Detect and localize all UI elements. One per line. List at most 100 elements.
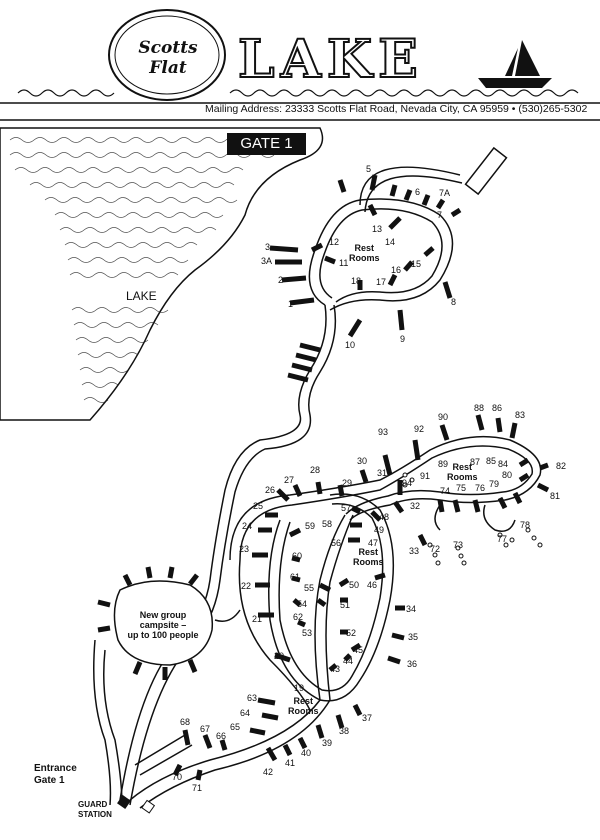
campsite-number-86: 86 <box>492 403 503 413</box>
campsite-number-62: 62 <box>293 612 304 622</box>
campsite-number-41: 41 <box>285 758 296 768</box>
campsite-number-35: 35 <box>408 632 419 642</box>
sailboat-icon <box>478 40 552 88</box>
campsite-number-42: 42 <box>263 767 274 777</box>
campsite-number-46: 46 <box>367 580 378 590</box>
campsite-number-57: 57 <box>341 503 352 513</box>
campsite-number-22: 22 <box>241 581 252 591</box>
campsite-number-10: 10 <box>345 340 356 350</box>
campsite-number-33: 33 <box>409 546 420 556</box>
campsite-number-23: 23 <box>239 544 250 554</box>
campsite-number-84: 84 <box>498 459 509 469</box>
guard-station-icon <box>117 795 156 814</box>
campsite-number-37: 37 <box>362 713 373 723</box>
campsite-number-44: 44 <box>343 656 354 666</box>
campsite-number-2: 2 <box>278 275 284 285</box>
campsite-number-38: 38 <box>339 726 350 736</box>
campsite-number-72: 72 <box>430 544 441 554</box>
campsite-number-9: 9 <box>400 334 406 344</box>
dam <box>464 146 508 196</box>
campsite-number-27: 27 <box>284 475 295 485</box>
campsite-number-53: 53 <box>302 628 313 638</box>
campsite-number-47: 47 <box>368 538 379 548</box>
campsite-number-36: 36 <box>407 659 418 669</box>
campsite-number-68: 68 <box>180 717 191 727</box>
campsite-number-24: 24 <box>242 521 253 531</box>
campsite-number-65: 65 <box>230 722 241 732</box>
campsite-number-56: 56 <box>331 538 342 548</box>
campsite-number-94: 94 <box>402 478 413 488</box>
campsite-number-80: 80 <box>502 470 513 480</box>
campsite-number-16: 16 <box>391 265 402 275</box>
campsite-number-90: 90 <box>438 412 449 422</box>
logo-text: Scotts Flat <box>138 38 198 78</box>
campsite-number-15: 15 <box>411 259 422 269</box>
campsite-number-63: 63 <box>247 693 258 703</box>
header-title: LAKE <box>237 29 424 90</box>
campsite-number-19: 19 <box>294 683 305 693</box>
campsite-number-76: 76 <box>475 483 486 493</box>
campsite-number-61: 61 <box>290 572 301 582</box>
campsite-number-5: 5 <box>366 164 372 174</box>
campsite-number-31: 31 <box>377 468 388 478</box>
campsite-number-50: 50 <box>349 580 360 590</box>
campsite-number-28: 28 <box>310 465 321 475</box>
campsite-number-30: 30 <box>357 456 368 466</box>
campsite-number-71: 71 <box>192 783 203 793</box>
lake-water <box>0 127 324 421</box>
campsite-number-45: 45 <box>353 645 364 655</box>
campsite-number-51: 51 <box>340 600 351 610</box>
campsite-number-66: 66 <box>216 731 227 741</box>
campsite-spurs <box>172 174 550 781</box>
mailing-address: Mailing Address: 23333 Scotts Flat Road,… <box>205 103 588 115</box>
campsite-number-1: 1 <box>288 299 294 309</box>
group-campsite-area <box>97 566 214 680</box>
walk-in-markers <box>402 472 543 566</box>
campsite-number-58: 58 <box>322 519 333 529</box>
campsite-number-73: 73 <box>453 540 464 550</box>
campsite-number-85: 85 <box>486 456 497 466</box>
campsite-number-18: 18 <box>351 276 362 286</box>
lake-label: LAKE <box>126 289 157 303</box>
campsite-number-8: 8 <box>451 297 457 307</box>
gate-label: GATE 1 <box>227 133 306 155</box>
campsite-number-75: 75 <box>456 483 467 493</box>
campsite-number-55: 55 <box>304 583 315 593</box>
campsite-number-13: 13 <box>372 224 383 234</box>
campsite-number-20: 20 <box>274 651 285 661</box>
campsite-number-91: 91 <box>420 471 431 481</box>
campsite-number-54: 54 <box>297 599 308 609</box>
campsite-number-87: 87 <box>470 457 481 467</box>
campsite-number-32: 32 <box>410 501 421 511</box>
campsite-number-21: 21 <box>252 614 263 624</box>
campsite-number-25: 25 <box>253 501 264 511</box>
campsite-number-64: 64 <box>240 708 251 718</box>
campsite-number-49: 49 <box>374 525 385 535</box>
campsite-number-7a: 7A <box>439 188 451 198</box>
campsite-number-67: 67 <box>200 724 211 734</box>
campsite-number-77: 77 <box>497 534 508 544</box>
campsite-number-34: 34 <box>406 604 417 614</box>
campsite-number-43: 43 <box>330 664 341 674</box>
campsite-number-79: 79 <box>489 479 500 489</box>
campsite-number-17: 17 <box>376 277 387 287</box>
campsite-number-52: 52 <box>346 628 357 638</box>
campsite-number-83: 83 <box>515 410 526 420</box>
campsite-number-29: 29 <box>342 478 353 488</box>
campsite-number-3a: 3A <box>261 256 273 266</box>
campsite-number-70: 70 <box>172 772 183 782</box>
campsite-number-3: 3 <box>265 242 271 252</box>
campsite-number-11: 11 <box>339 258 349 268</box>
campsite-number-82: 82 <box>556 461 567 471</box>
campsite-number-74: 74 <box>440 486 451 496</box>
campsite-number-93: 93 <box>378 427 389 437</box>
campsite-number-26: 26 <box>265 485 276 495</box>
campsite-number-88: 88 <box>474 403 485 413</box>
